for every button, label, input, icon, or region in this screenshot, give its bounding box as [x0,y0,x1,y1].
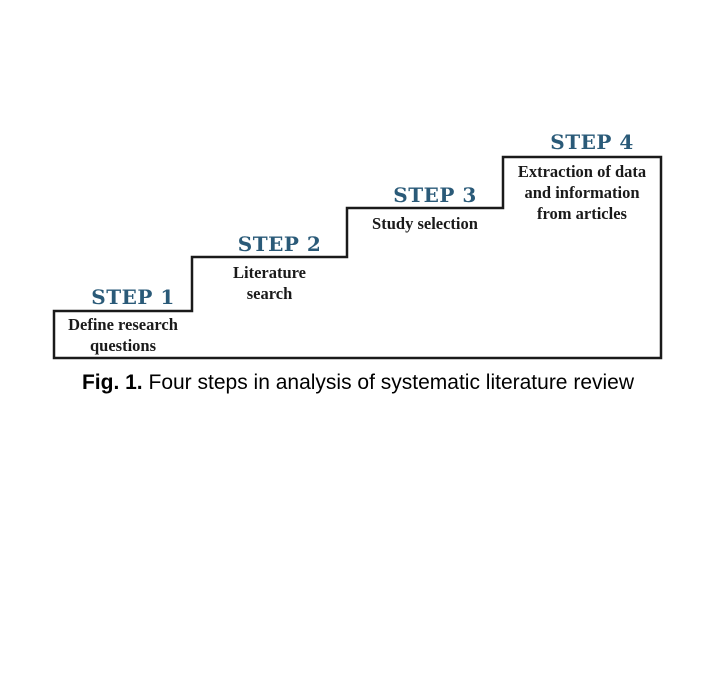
step-4-label: STEP 4 [550,130,634,154]
step-1-description: Define research questions [68,315,178,355]
step-3-description: Study selection [372,214,478,233]
step-2-label: STEP 2 [237,232,322,256]
step-2-description: Literature search [232,263,306,303]
step-4-description: Extraction of data and information from … [517,162,647,223]
caption-label: Fig. 1. [81,371,143,394]
step-3-label: STEP 3 [393,183,477,207]
step-1-label: STEP 1 [91,285,175,309]
caption-text: Four steps in analysis of systematic lit… [142,371,635,394]
figure-caption: Fig. 1. Four steps in analysis of system… [38,371,678,395]
